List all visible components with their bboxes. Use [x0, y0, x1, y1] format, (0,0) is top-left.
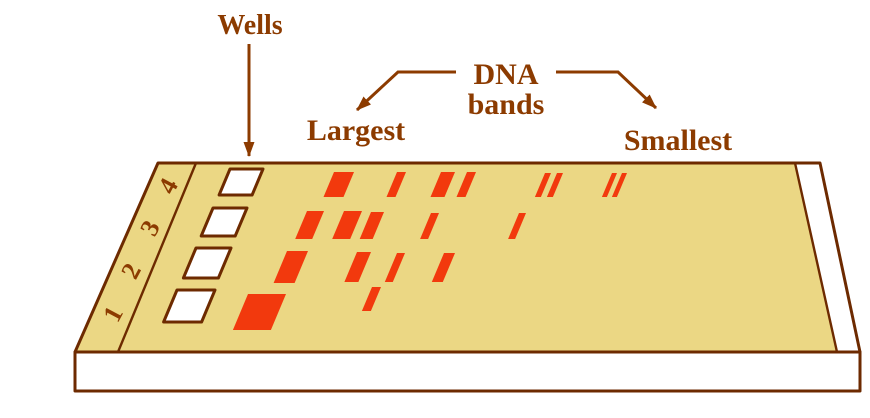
well-lane-3 — [199, 206, 249, 238]
dna-label: DNA — [474, 58, 539, 91]
dna-band-lane-2 — [344, 252, 371, 282]
dna-band-lane-4 — [534, 173, 551, 197]
lane-number-strip-line — [116, 162, 198, 353]
wells-label: Wells — [217, 10, 282, 41]
dna-bands-left-arrow — [355, 70, 456, 112]
well-lane-4 — [217, 167, 265, 197]
wells — [162, 167, 265, 324]
dna-band-lane-4 — [601, 173, 617, 197]
dna-bands-right-arrow — [556, 70, 658, 110]
dna-band-lane-2 — [431, 253, 455, 282]
dna-band-lane-3 — [332, 211, 362, 239]
well-lane-1 — [162, 288, 217, 324]
dna-bands — [232, 172, 627, 330]
dna-band-lane-4 — [386, 172, 406, 197]
dna-band-lane-1 — [361, 287, 381, 311]
dna-band-lane-2 — [384, 253, 405, 282]
dna-band-lane-4 — [323, 172, 354, 197]
dna-band-lane-3 — [359, 212, 384, 239]
slab-front-face — [73, 350, 862, 393]
dna-band-lane-4 — [546, 173, 563, 197]
smallest-label: Smallest — [624, 124, 732, 157]
dna-band-lane-3 — [420, 213, 439, 239]
dna-band-lane-4 — [611, 173, 627, 197]
largest-label: Largest — [307, 114, 405, 147]
dna-band-lane-4 — [430, 172, 455, 197]
slab-right-margin — [795, 163, 860, 352]
dna-band-lane-3 — [295, 211, 324, 239]
well-lane-2 — [181, 246, 233, 280]
annotations: Wells DNA bands Largest Smallest — [217, 10, 732, 157]
dna-band-lane-4 — [456, 172, 476, 197]
bands-label: bands — [468, 88, 545, 121]
dna-band-lane-3 — [508, 213, 526, 239]
dna-band-lane-1 — [232, 294, 286, 330]
right-margin-line — [793, 162, 839, 353]
dna-band-lane-2 — [273, 251, 308, 283]
